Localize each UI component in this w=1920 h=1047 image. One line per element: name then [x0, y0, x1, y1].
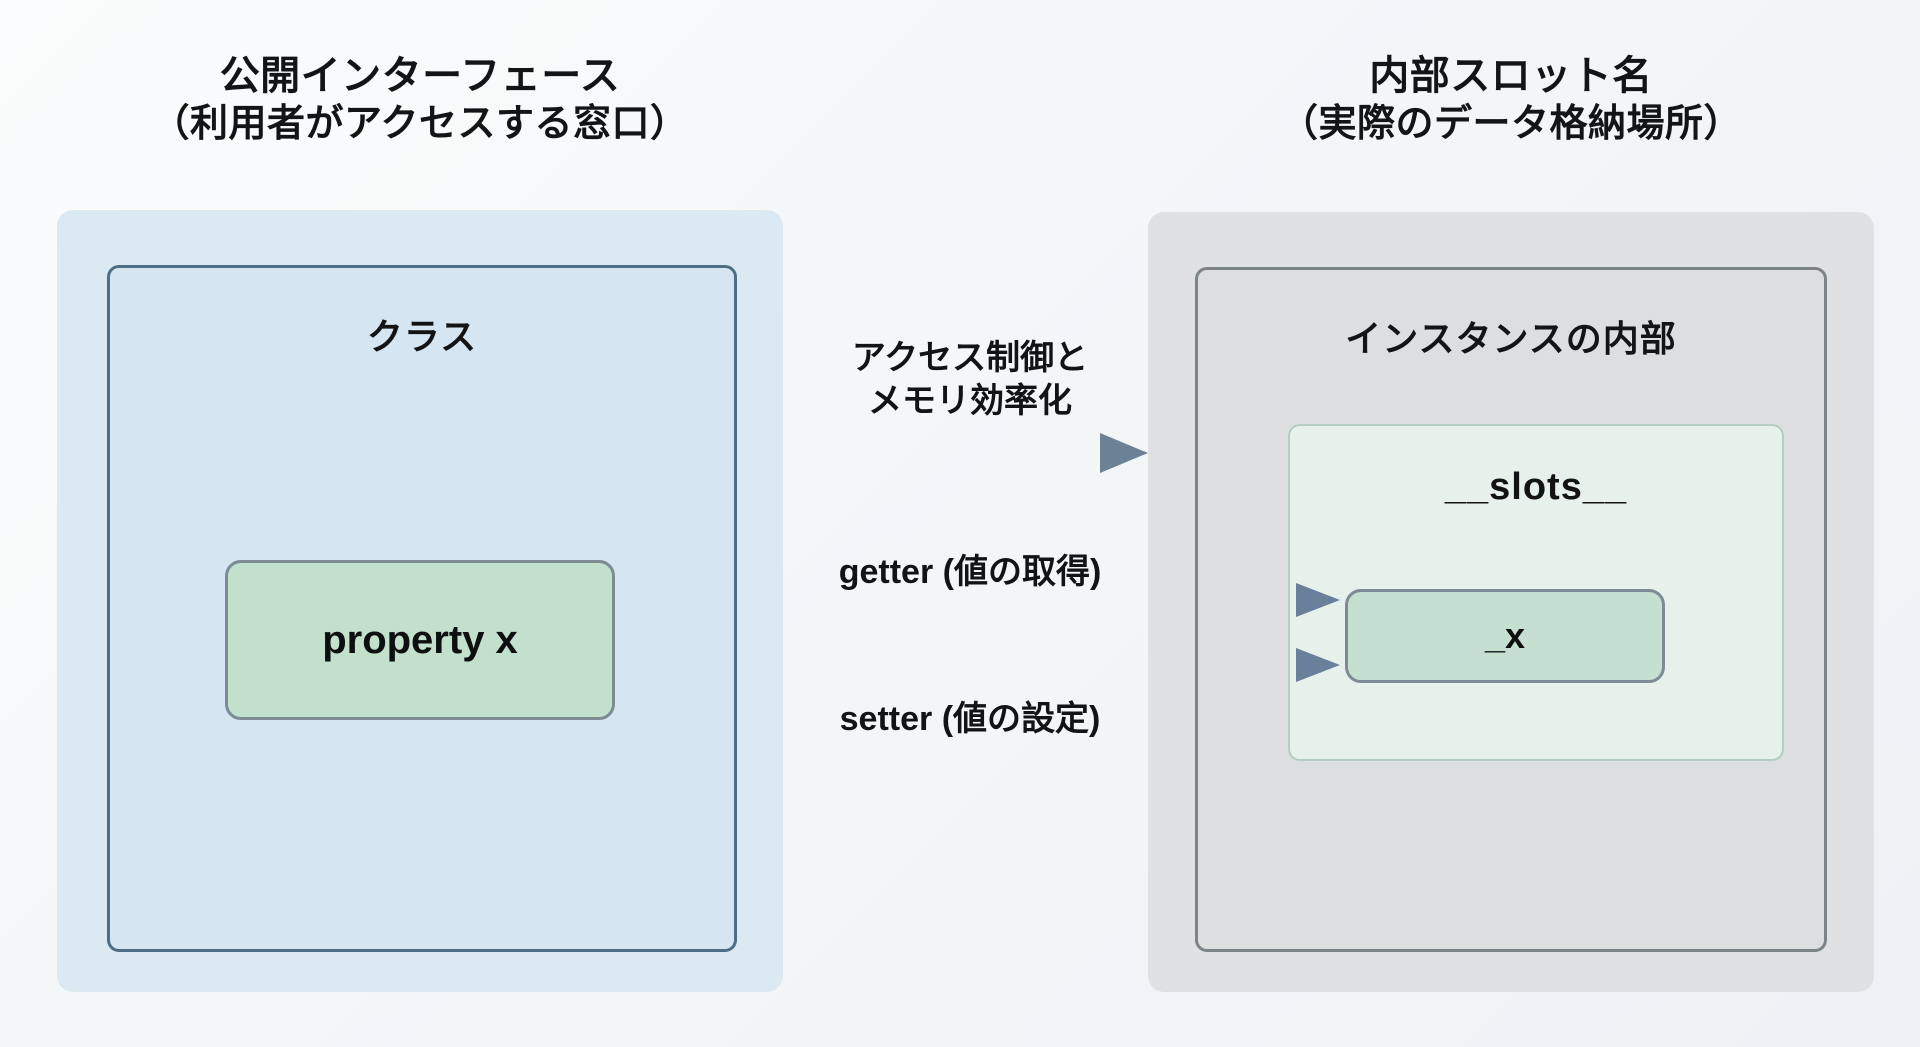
property-x-node[interactable]: property x — [225, 560, 615, 720]
access-control-arrow-label-line2: メモリ効率化 — [868, 381, 1072, 420]
left-column-title-line1: 公開インターフェース — [219, 54, 621, 98]
access-control-arrow — [775, 433, 1148, 473]
right-column-title-line1: 内部スロット名 — [1369, 54, 1653, 98]
getter-arrow-label: getter (値の取得) — [838, 553, 1102, 591]
right-column-title-line2: （実際のデータ格納場所） — [1279, 102, 1742, 145]
left-column-title: 公開インターフェース （利用者がアクセスする窓口） — [57, 52, 783, 147]
underscore-x-node[interactable]: _x — [1345, 589, 1665, 683]
access-control-arrow-label-line1: アクセス制御と — [851, 339, 1089, 377]
setter-arrow-label: setter (値の設定) — [839, 700, 1101, 738]
right-column-title: 内部スロット名 （実際のデータ格納場所） — [1148, 52, 1874, 147]
class-box-title: クラス — [366, 316, 478, 357]
access-control-arrow-label: アクセス制御と メモリ効率化 — [760, 337, 1180, 422]
instance-box-title: インスタンスの内部 — [1345, 318, 1677, 359]
slots-box-title: __slots__ — [1444, 466, 1628, 508]
left-column-title-line2: （利用者がアクセスする窓口） — [151, 102, 689, 145]
